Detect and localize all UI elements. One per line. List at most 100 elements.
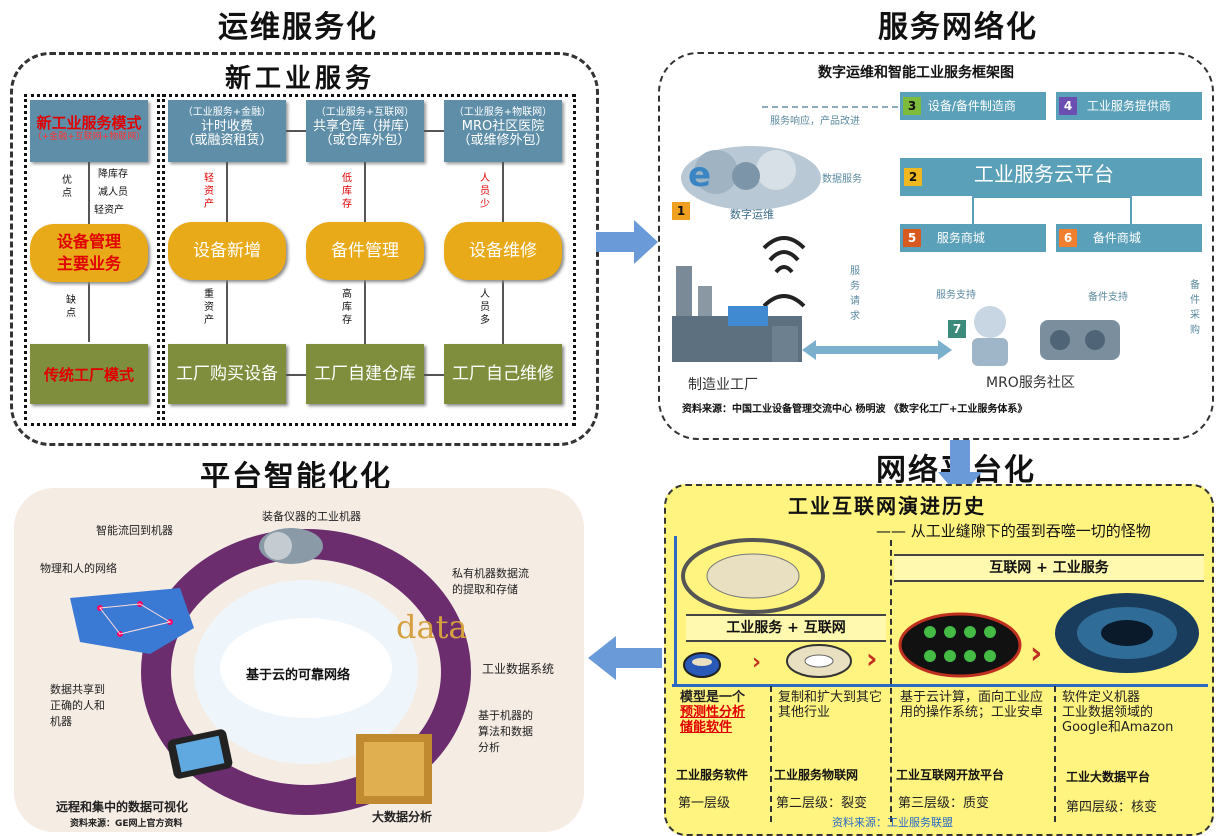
q4-col3: 基于云计算，面向工业应用的操作系统；工业安卓 (900, 690, 1044, 720)
col2-head-l3: （或仓库外包） (319, 133, 411, 148)
col1-head-l1: （工业服务+金融） (182, 107, 272, 118)
cons-label: 缺点 (66, 295, 76, 319)
q2-box5: 5 服务商城 (900, 224, 1046, 252)
q1-col-1: （工业服务+金融） 计时收费 （或融资租赁） 轻资产 设备新增 重资产 工厂购买… (168, 100, 286, 412)
q1-top-arrow-2 (424, 130, 444, 132)
q3-share: 数据共享到 正确的人和 机器 (50, 683, 105, 728)
col1-head-l3: （或融资租赁） (181, 133, 273, 148)
q3-industrial: 工业数据系统 (482, 662, 555, 676)
q4-y-axis (674, 536, 677, 686)
mro-workers-icon (972, 306, 1120, 366)
col1-bottom: 工厂购买设备 (168, 344, 286, 404)
q4-plat3: 工业互联网开放平台 (896, 768, 1005, 782)
phone-icon (167, 729, 233, 779)
q2-feedback-label: 服务响应，产品改进 (770, 116, 860, 127)
col1-pill: 设备新增 (168, 222, 286, 280)
pros-item-1: 降库存 (98, 169, 128, 180)
q3-center: 基于云的可靠网络 (246, 668, 351, 683)
chevron-right-icon-3: › (1030, 636, 1043, 671)
chevron-right-icon-2: › (866, 642, 878, 675)
q4-tag2-text: 工业服务 + 互联网 (726, 620, 846, 636)
col3-head-l1: （工业服务+物联网） (453, 107, 553, 118)
col1-head-l2: 计时收费 (200, 119, 253, 134)
col3-head-l2: MRO社区医院 (461, 119, 545, 134)
col2-head-l1: （工业服务+互联网） (315, 107, 415, 118)
col3-pill: 设备维修 (444, 222, 562, 280)
q4-col4-l3: Google和Amazon (1062, 720, 1174, 735)
q2-feedback-line (762, 106, 898, 108)
pros-item-2: 减人员 (98, 187, 128, 198)
q2-connector (972, 196, 1132, 226)
q1-col-3: （工业服务+物联网） MRO社区医院 （或维修外包） 人员少 设备维修 人员多 … (444, 100, 562, 412)
q2-num1: 1 (672, 202, 690, 220)
q4-divider-1 (770, 686, 772, 822)
col3-bottom: 工厂自己维修 (444, 344, 562, 404)
network-map-icon (70, 588, 194, 654)
machine-icon (259, 528, 323, 564)
q4-divider-3 (1054, 686, 1056, 822)
arrow-left-icon (588, 636, 662, 680)
q3-data-word: data (396, 608, 468, 646)
q4-lvl1: 第一层级 (678, 796, 731, 811)
q1-bottom-arrow-1 (286, 374, 306, 376)
q3-source: 资料来源：GE网上官方资料 (70, 819, 183, 829)
q3-algo: 基于机器的 算法和数据 分析 (478, 709, 533, 754)
q2-num3: 3 (903, 97, 921, 115)
q4-source: 资料来源：工业服务联盟 (832, 816, 953, 829)
q2-num6: 6 (1059, 229, 1077, 247)
q2-num2: 2 (904, 168, 922, 186)
q2-box3-label: 设备/备件制造商 (927, 99, 1016, 113)
q4-plat4: 工业大数据平台 (1066, 770, 1151, 784)
pros-item-3: 轻资产 (94, 205, 124, 216)
arrow-down-icon (938, 420, 982, 498)
chevron-right-icon: › (752, 650, 762, 675)
q4-col1-red1: 预测性分析 (680, 705, 746, 720)
new-service-mode-box: 新工业服务模式 （+金融+互联网+物联网） (30, 100, 148, 162)
q3-smart: 智能流回到机器 (96, 524, 173, 537)
q4-lvl2: 第二层级：裂变 (776, 796, 868, 811)
q4-title: 工业互联网演进历史 (788, 494, 986, 518)
q2-box5-label: 服务商城 (936, 231, 985, 245)
col3-head-l3: （或维修外包） (457, 133, 549, 148)
android-grid-icon (898, 612, 1022, 678)
q4-subtitle: —— 从工业缝隙下的蛋到吞噬一切的怪物 (876, 522, 1151, 540)
col2-bottom: 工厂自建仓库 (306, 344, 424, 404)
col2-head: （工业服务+互联网） 共享仓库（拼库） （或仓库外包） (306, 100, 424, 162)
q3-private: 私有机器数据流 的提取和存储 (452, 567, 529, 596)
col2-head-l2: 共享仓库（拼库） (312, 119, 417, 134)
q1-top-arrow-1 (286, 130, 306, 132)
q4-tag2: 工业服务 + 互联网 (686, 614, 886, 642)
col2-down: 高库存 (342, 289, 352, 326)
q2-box6: 6 备件商城 (1056, 224, 1202, 252)
q4-col4-l1: 软件定义机器 (1062, 690, 1141, 705)
q2-digital-label: 数字运维 (730, 208, 774, 221)
q2-num4: 4 (1059, 97, 1077, 115)
q4-lvl4: 第四层级：核变 (1066, 800, 1158, 815)
equipment-mgmt-pill: 设备管理 主要业务 (30, 224, 148, 282)
app-icon-2 (786, 644, 852, 678)
col2-pill: 备件管理 (306, 222, 424, 280)
q2-bidirectional-arrow (802, 340, 952, 360)
q4-col1-l1: 模型是一个 (680, 690, 746, 705)
app-icon-1 (683, 652, 721, 678)
q4-tag1-text: 互联网 + 工业服务 (989, 560, 1109, 576)
q4-tag1: 互联网 + 工业服务 (894, 554, 1204, 582)
q4-plat1: 工业服务软件 (676, 768, 749, 782)
q2-service-req: 服务请求 (850, 266, 860, 322)
q4-col1: 模型是一个 预测性分析 储能软件 (680, 690, 768, 735)
pros-label: 优点 (62, 175, 72, 199)
q2-box3: 3 设备/备件制造商 (900, 92, 1046, 120)
factory-icon (672, 266, 802, 362)
q4-lvl3: 第三层级：质变 (898, 796, 990, 811)
equipment-mgmt-text: 设备管理 主要业务 (56, 232, 121, 273)
col2-red: 低库存 (342, 173, 352, 210)
q3-visual: 远程和集中的数据可视化 (56, 800, 189, 814)
q3-bigdata: 大数据分析 (372, 810, 433, 824)
q4-x-axis (672, 684, 1208, 687)
new-service-mode-sub: （+金融+互联网+物联网） (32, 132, 146, 142)
q2-subtitle: 数字运维和智能工业服务框架图 (818, 65, 1014, 81)
q2-service-support: 服务支持 (936, 290, 976, 301)
q4-plat2: 工业服务物联网 (774, 768, 859, 782)
q4-col4: 软件定义机器 工业数据领域的 Google和Amazon (1062, 690, 1202, 735)
q1-banner: 新工业服务 (225, 64, 376, 94)
